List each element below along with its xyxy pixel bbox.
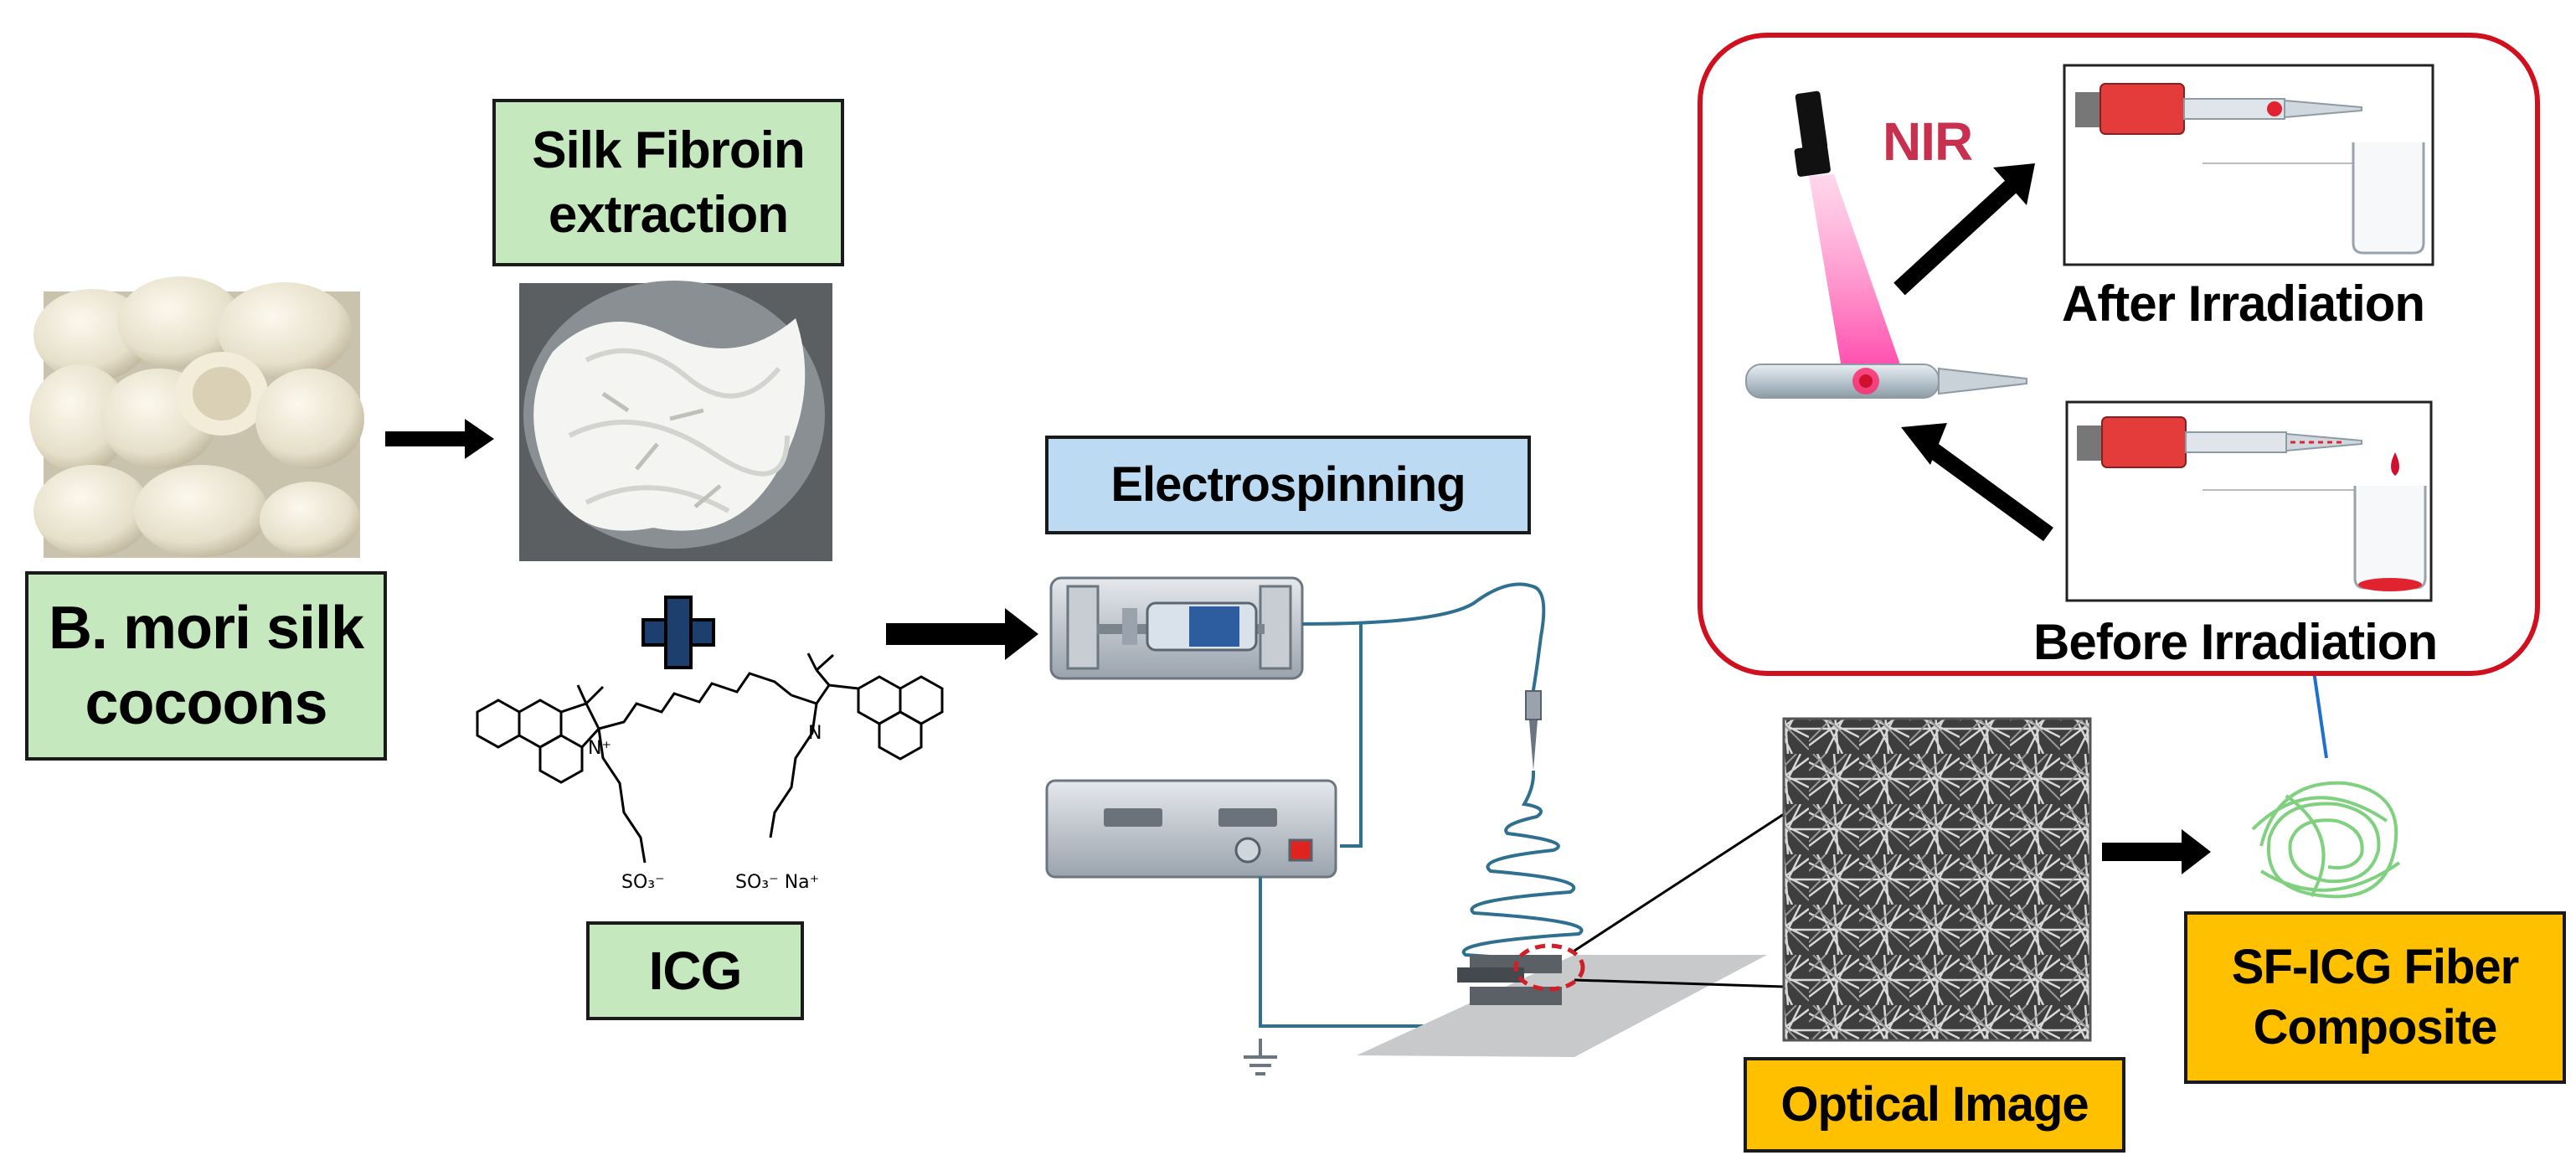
icg-label: ICG (586, 921, 804, 1020)
n-label: N (808, 723, 822, 744)
inset-arrow-up (1893, 163, 2035, 296)
flashlight-icon (1794, 90, 1831, 177)
before-panel (2065, 400, 2433, 602)
arrow-to-composite (2102, 829, 2211, 874)
icg-molecule (476, 652, 944, 864)
zoom-lines (1574, 812, 1785, 988)
spinneret-needle (1525, 690, 1542, 771)
cocoon-photo (29, 276, 364, 558)
plus-sign (641, 596, 715, 669)
nir-light-beam (1809, 174, 1901, 373)
sulfonate-right-label: SO₃⁻ Na⁺ (735, 872, 819, 893)
fiber-composite-tangle (2251, 781, 2401, 899)
collector-plate (1357, 943, 1767, 1057)
fiber-jet-spiral (1461, 770, 1584, 973)
beaker-icon (2352, 142, 2425, 255)
electrospinning-label: Electrospinning (1045, 436, 1531, 534)
silk-fibroin-photo (519, 281, 832, 561)
nir-label: NIR (1883, 111, 1973, 172)
silk-fibroin-extraction-label: Silk Fibroin extraction (492, 99, 844, 266)
syringe-pump (1049, 576, 1304, 680)
sem-optical-image (1782, 717, 2092, 1042)
arrow-to-electrospinning (886, 608, 1038, 660)
syringe-icon (2077, 416, 2362, 468)
beaker-icon (2353, 486, 2427, 591)
after-panel (2063, 64, 2434, 266)
composite-label: SF-ICG Fiber Composite (2184, 911, 2566, 1084)
after-irradiation-label: After Irradiation (2062, 276, 2425, 332)
cocoons-label: B. mori silk cocoons (25, 571, 387, 761)
sulfonate-left-label: SO₃⁻ (621, 872, 665, 893)
syringe-icon (2075, 83, 2362, 135)
inset-arrow-down (1901, 423, 2053, 542)
molecule-labels: N⁺ N SO₃⁻ SO₃⁻ Na⁺ (588, 723, 822, 893)
high-voltage-supply (1045, 779, 1337, 879)
arrow-cocoon-to-fibroin (385, 419, 494, 459)
pipette-tube (1745, 364, 2027, 399)
optical-image-label: Optical Image (1744, 1057, 2125, 1153)
blood-drop-icon (2391, 452, 2399, 476)
before-irradiation-label: Before Irradiation (2033, 614, 2438, 670)
n-plus-label: N⁺ (588, 738, 611, 759)
